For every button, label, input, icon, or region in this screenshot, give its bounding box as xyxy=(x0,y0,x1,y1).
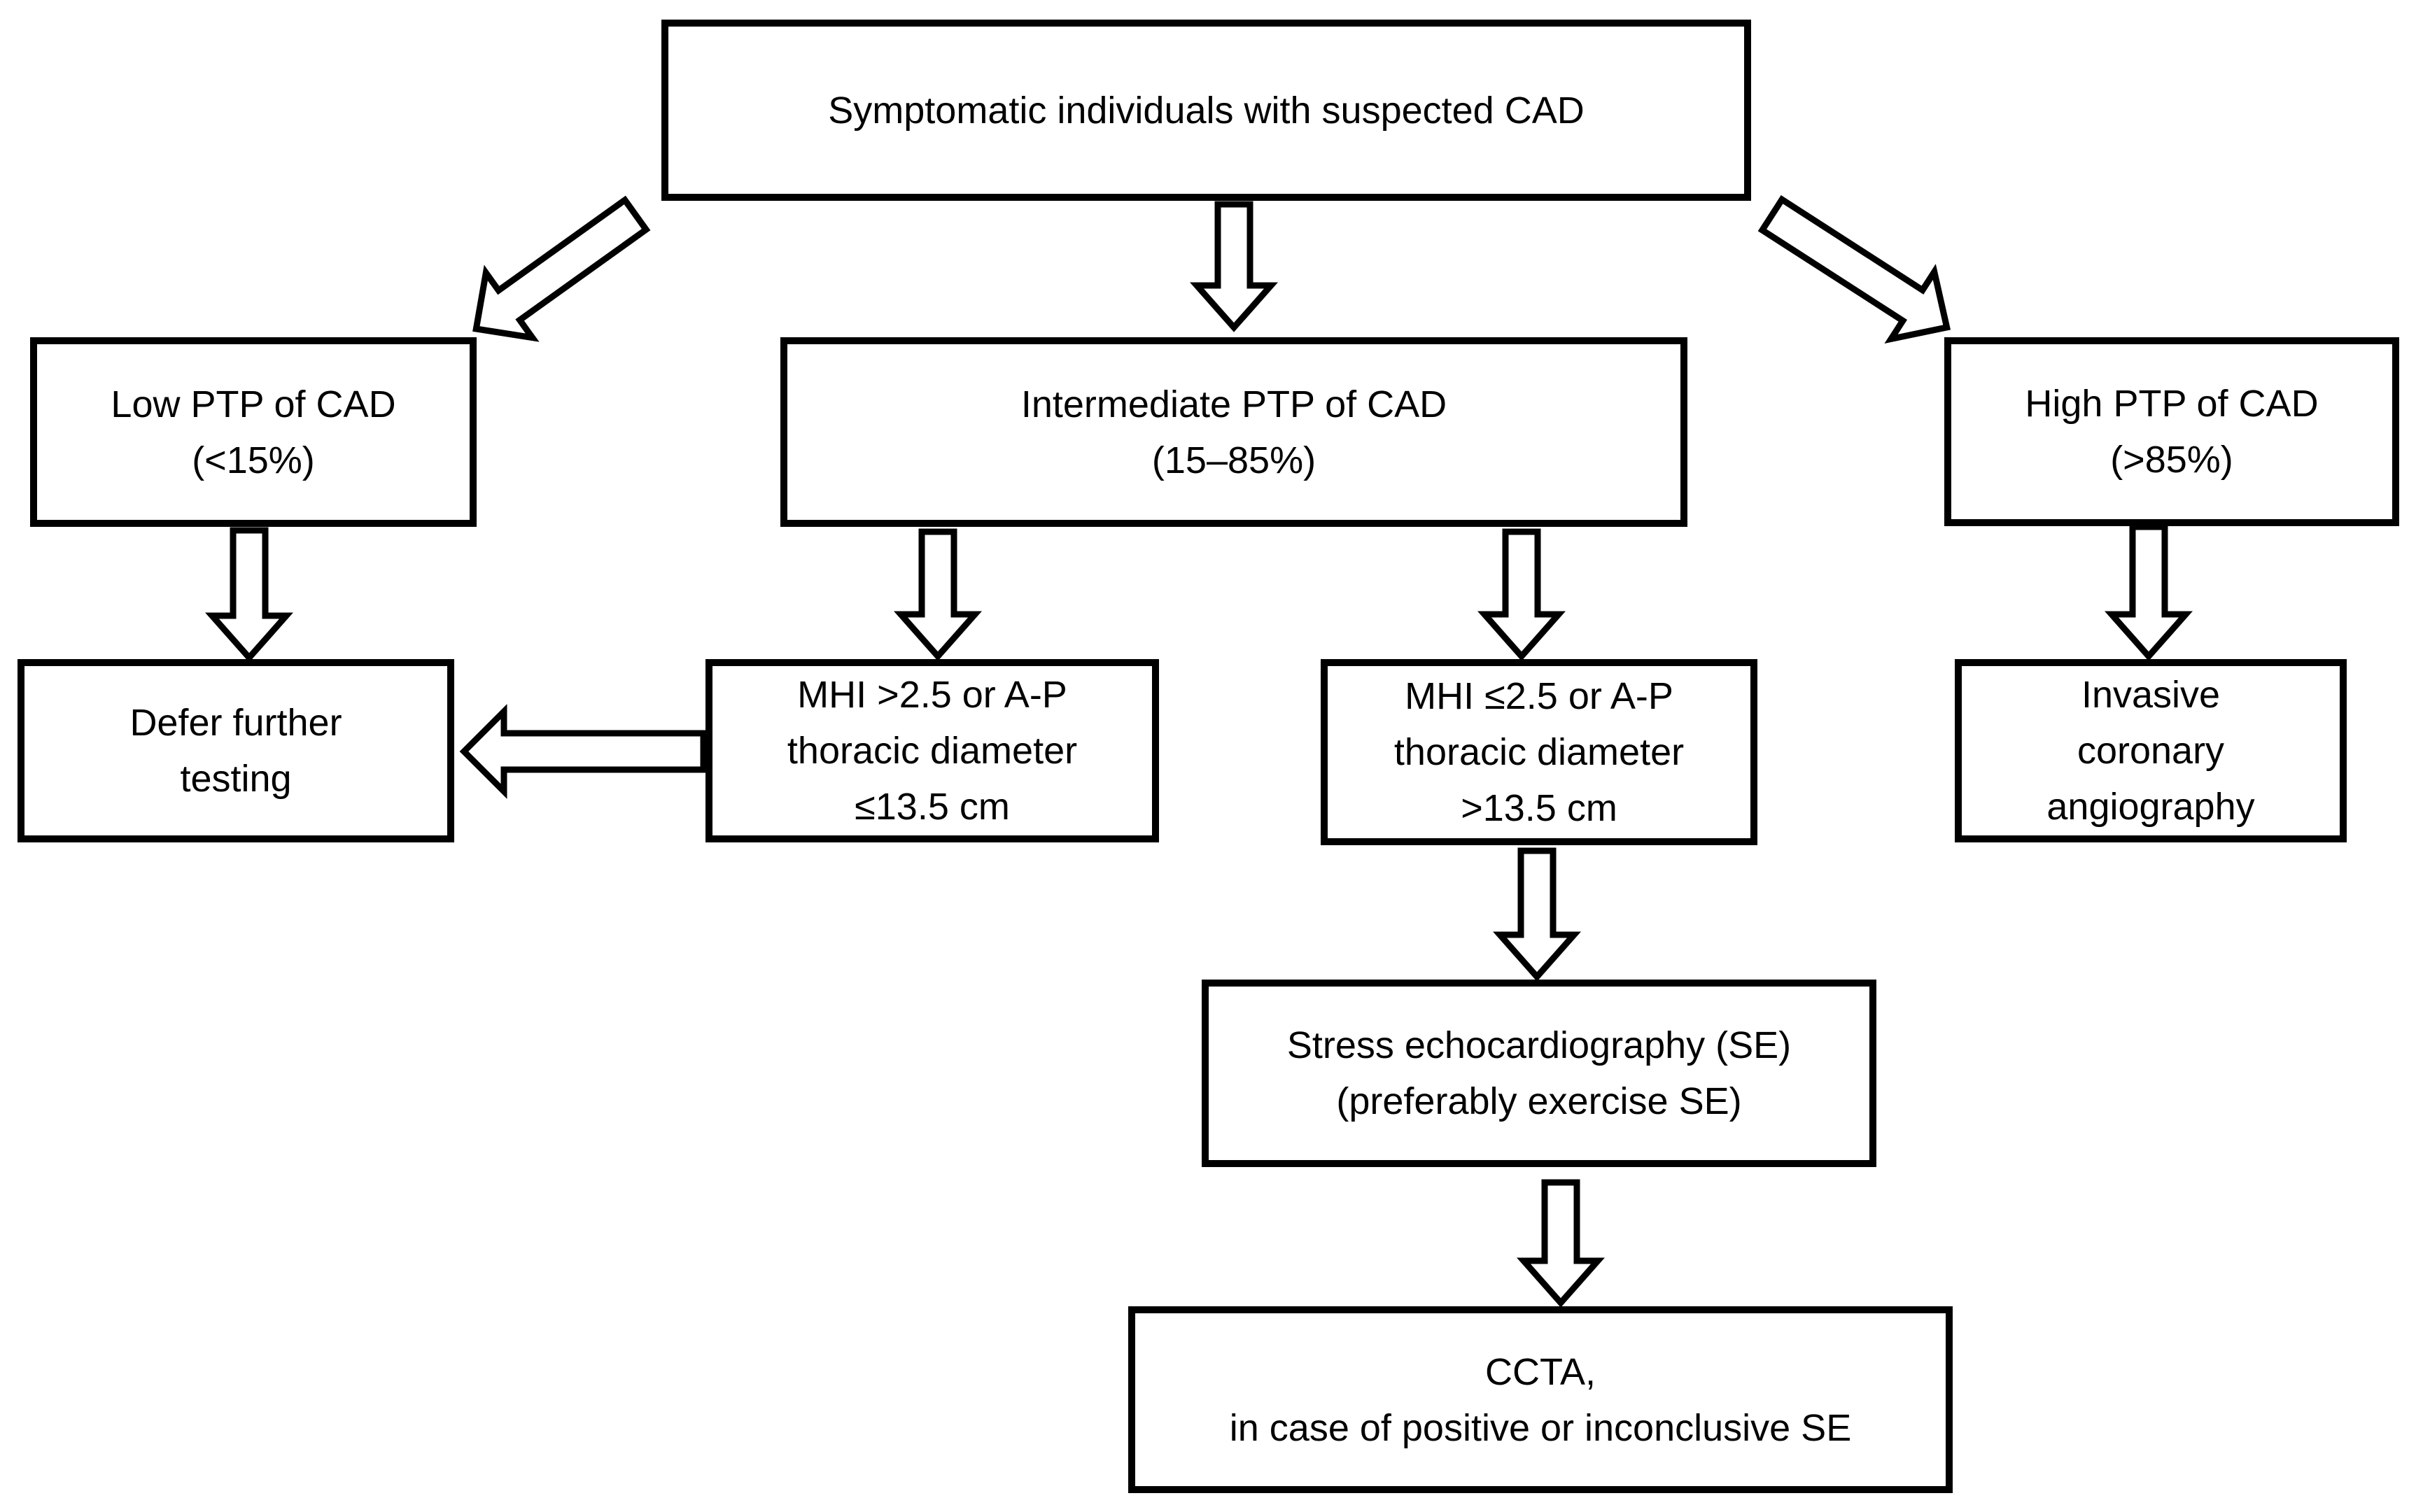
arrow-intermediate-to-mhi-below-icon xyxy=(1477,528,1566,661)
node-ccta-text: CCTA, xyxy=(1485,1350,1596,1393)
node-high-ptp-text: (>85%) xyxy=(2110,439,2233,481)
node-mhi-above-threshold-text: ≤13.5 cm xyxy=(855,786,1010,828)
arrow-low-to-defer-icon xyxy=(205,527,293,663)
node-high-ptp-text: High PTP of CAD xyxy=(2025,383,2319,425)
arrow-top-to-high-icon xyxy=(1757,195,1951,344)
node-ccta-text: in case of positive or inconclusive SE xyxy=(1229,1406,1852,1449)
node-mhi-below-threshold-text: >13.5 cm xyxy=(1461,787,1617,829)
node-mhi-below-threshold: MHI ≤2.5 or A-P thoracic diameter >13.5 … xyxy=(1321,659,1757,845)
node-low-ptp: Low PTP of CAD (<15%) xyxy=(30,337,477,527)
node-stress-echo-text: (preferably exercise SE) xyxy=(1336,1080,1742,1122)
arrow-high-to-invasive-icon xyxy=(2105,523,2193,661)
node-intermediate-ptp: Intermediate PTP of CAD (15–85%) xyxy=(780,337,1687,527)
node-defer-testing: Defer further testing xyxy=(17,659,454,842)
node-mhi-above-threshold-text: thoracic diameter xyxy=(787,730,1078,772)
arrow-intermediate-to-mhi-above-icon xyxy=(894,528,982,661)
node-low-ptp-text: Low PTP of CAD xyxy=(111,383,396,425)
node-invasive-angiography-text: angiography xyxy=(2046,786,2255,828)
node-low-ptp-text: (<15%) xyxy=(192,439,315,481)
arrow-top-to-intermediate-icon xyxy=(1190,201,1278,332)
node-intermediate-ptp-text: (15–85%) xyxy=(1151,439,1316,481)
node-ccta: CCTA, in case of positive or inconclusiv… xyxy=(1128,1306,1953,1493)
node-mhi-above-threshold-text: MHI >2.5 or A-P xyxy=(797,674,1067,716)
arrow-mhi-above-to-defer-icon xyxy=(459,704,707,799)
node-stress-echo-text: Stress echocardiography (SE) xyxy=(1286,1024,1792,1066)
node-mhi-below-threshold-text: MHI ≤2.5 or A-P xyxy=(1405,675,1673,717)
node-defer-testing-text: testing xyxy=(180,758,292,800)
node-invasive-angiography-text: coronary xyxy=(2077,730,2225,772)
arrow-stress-to-ccta-icon xyxy=(1517,1179,1605,1308)
node-mhi-below-threshold-text: thoracic diameter xyxy=(1393,731,1685,773)
arrow-mhi-below-to-stress-icon xyxy=(1493,847,1581,982)
node-symptomatic-text: Symptomatic individuals with suspected C… xyxy=(828,89,1585,132)
node-stress-echo: Stress echocardiography (SE) (preferably… xyxy=(1202,980,1876,1167)
node-mhi-above-threshold: MHI >2.5 or A-P thoracic diameter ≤13.5 … xyxy=(705,659,1159,842)
arrow-top-to-low-icon xyxy=(472,195,651,342)
node-high-ptp: High PTP of CAD (>85%) xyxy=(1944,337,2399,526)
node-symptomatic: Symptomatic individuals with suspected C… xyxy=(661,20,1751,201)
node-invasive-angiography: Invasive coronary angiography xyxy=(1955,659,2347,842)
node-invasive-angiography-text: Invasive xyxy=(2081,674,2221,716)
node-intermediate-ptp-text: Intermediate PTP of CAD xyxy=(1020,383,1447,425)
node-defer-testing-text: Defer further xyxy=(129,702,342,744)
